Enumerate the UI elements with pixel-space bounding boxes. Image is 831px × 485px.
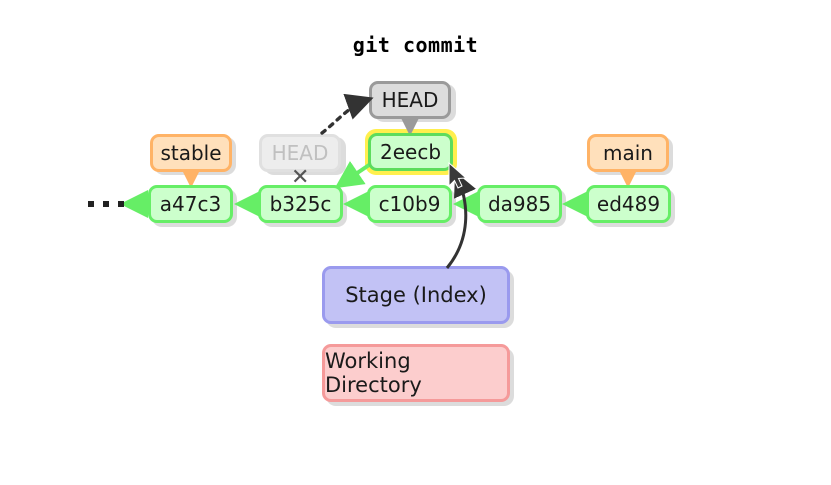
commit-id-2eecb: 2eecb: [379, 140, 442, 164]
head-moved-dotted-arrow: [320, 93, 374, 135]
commit-id-ed489: ed489: [596, 192, 661, 216]
commit-node-2eecb[interactable]: 2eecb: [368, 133, 453, 171]
commit-node-a47c3[interactable]: a47c3: [148, 185, 233, 223]
branch-label-main-text: main: [603, 141, 653, 165]
stage-index-box[interactable]: Stage (Index): [322, 266, 510, 324]
commit-id-c10b9: c10b9: [378, 192, 441, 216]
commit-node-c10b9[interactable]: c10b9: [367, 185, 452, 223]
commit-node-da985[interactable]: da985: [477, 185, 562, 223]
head-ghost-label: HEAD: [271, 141, 329, 165]
head-ghost-box: HEAD: [259, 134, 341, 172]
branch-label-main[interactable]: main: [587, 134, 669, 172]
commit-node-b325c[interactable]: b325c: [258, 185, 343, 223]
history-ellipsis: [88, 201, 124, 207]
branch-label-stable[interactable]: stable: [150, 134, 232, 172]
commit-id-da985: da985: [487, 192, 552, 216]
head-pointer-box[interactable]: HEAD: [369, 81, 451, 119]
commit-id-b325c: b325c: [269, 192, 332, 216]
commit-id-a47c3: a47c3: [159, 192, 222, 216]
branch-label-stable-text: stable: [160, 141, 222, 165]
working-directory-box[interactable]: Working Directory: [322, 344, 510, 402]
working-directory-label: Working Directory: [325, 349, 422, 397]
page-title: git commit: [352, 33, 479, 57]
stage-index-label: Stage (Index): [345, 283, 487, 307]
ellipsis-dot-3: [118, 201, 124, 207]
ellipsis-dot-2: [103, 201, 109, 207]
ellipsis-dot-1: [88, 201, 94, 207]
commit-node-ed489[interactable]: ed489: [586, 185, 671, 223]
head-pointer-label: HEAD: [381, 88, 439, 112]
cross-icon: ✕: [291, 165, 310, 190]
